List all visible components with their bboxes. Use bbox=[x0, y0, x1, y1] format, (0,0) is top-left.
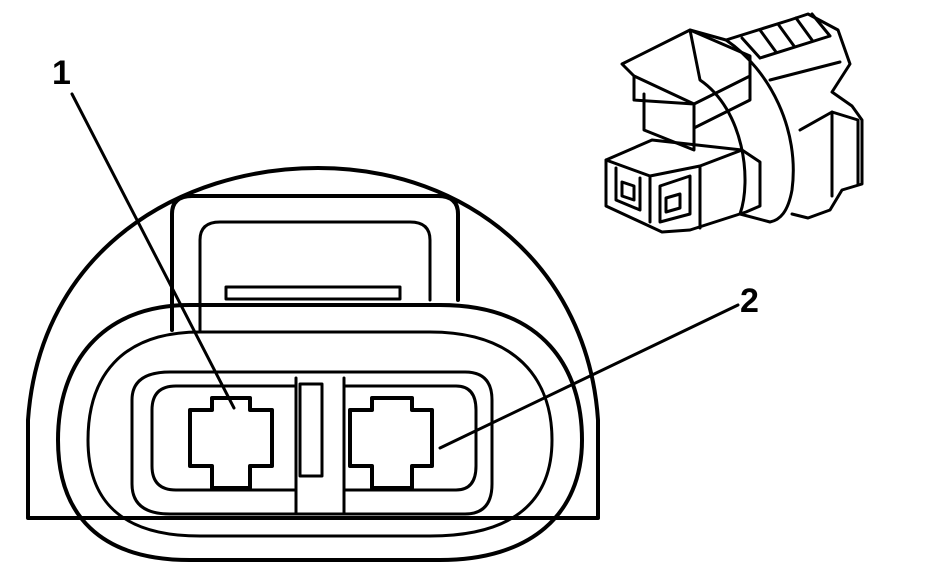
connector-rear-cap bbox=[798, 110, 860, 198]
callout-2-label: 2 bbox=[740, 282, 759, 320]
terminal-2 bbox=[348, 396, 434, 490]
callout-2-leader bbox=[438, 303, 740, 450]
callouts: 1 2 bbox=[52, 54, 759, 450]
connector-housing-outline bbox=[26, 166, 600, 520]
connector-front-terminals bbox=[620, 180, 682, 214]
connector-rear-body bbox=[724, 12, 864, 220]
locking-tab-inner bbox=[198, 220, 432, 332]
connector-front-housing bbox=[604, 138, 762, 234]
center-divider-rib bbox=[298, 382, 324, 478]
locking-tab-slot bbox=[224, 285, 402, 301]
connector-3d-view bbox=[604, 12, 864, 234]
connector-collar bbox=[688, 28, 795, 224]
terminal-1 bbox=[188, 396, 274, 490]
terminal-cavity-inner bbox=[150, 384, 298, 492]
connector-face-view bbox=[26, 166, 600, 562]
connector-front-face bbox=[604, 148, 744, 230]
seal-ring-inner bbox=[86, 330, 554, 538]
connector-latch-inner bbox=[632, 74, 752, 152]
center-divider bbox=[294, 376, 346, 516]
callout-1-leader bbox=[70, 92, 236, 410]
connector-rear-ribs bbox=[740, 12, 842, 82]
terminal-cavity-inner-right bbox=[342, 384, 478, 492]
terminal-cavity bbox=[130, 370, 494, 516]
locking-tab bbox=[170, 194, 460, 332]
seal-ring-outer bbox=[56, 303, 584, 562]
callout-1-label: 1 bbox=[52, 54, 71, 92]
